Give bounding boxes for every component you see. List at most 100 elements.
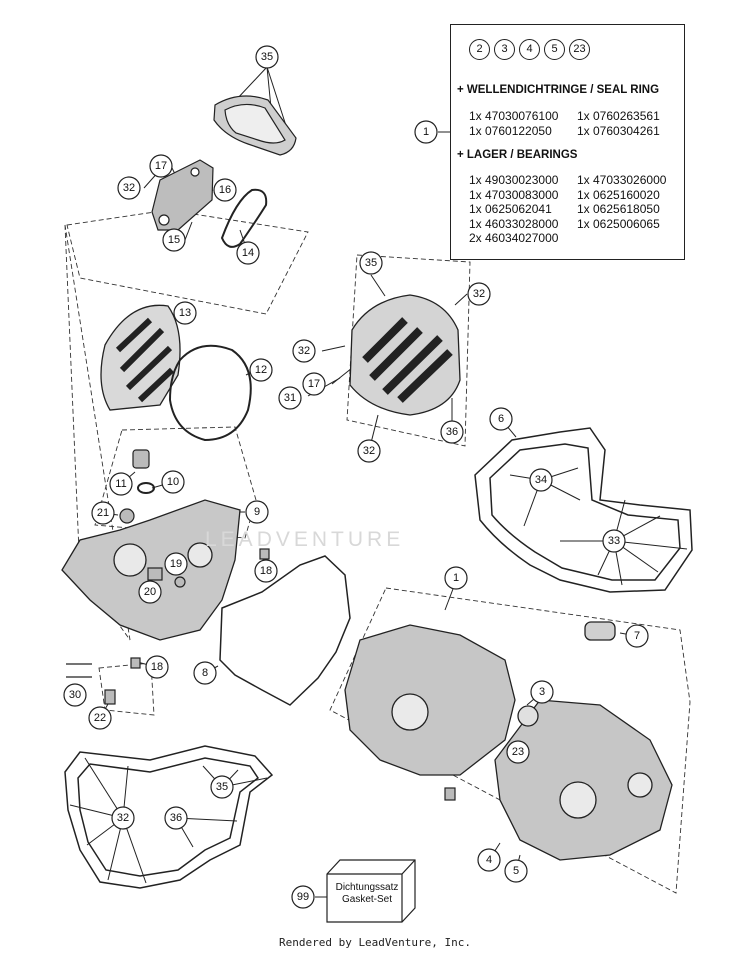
callout-circle xyxy=(489,407,513,431)
callout-circle xyxy=(164,806,188,830)
bearing-heading: + LAGER / BEARINGS xyxy=(457,149,578,161)
clutch-gasket-part xyxy=(219,555,351,706)
crankcase-gasket-part xyxy=(474,427,693,593)
table-row: 1x 47030076100 1x 0760263561 xyxy=(469,109,660,124)
callout-number: 8 xyxy=(202,667,208,679)
part-number: 1x 0625006065 xyxy=(577,216,660,231)
callout-number: 9 xyxy=(254,506,260,518)
callout-circle xyxy=(414,120,438,144)
ref-part-badge: 4 xyxy=(519,39,540,60)
callout-circle xyxy=(161,470,185,494)
callout-number: 3 xyxy=(539,686,545,698)
callout-number: 35 xyxy=(261,51,273,63)
callout-number: 5 xyxy=(513,865,519,877)
part-number: 1x 0760304261 xyxy=(577,123,660,138)
callout-circle xyxy=(210,775,234,799)
ref-part-badge: 2 xyxy=(469,39,490,60)
callout-circle xyxy=(291,885,315,909)
callout-circle xyxy=(164,552,188,576)
callout-circle xyxy=(504,859,528,883)
callout-number: 23 xyxy=(512,746,524,758)
callout-circle xyxy=(625,624,649,648)
table-row: 1x 47030083000 1x 0625160020 xyxy=(469,188,666,203)
ref-part-badge: 23 xyxy=(569,39,590,60)
callout-circle xyxy=(530,680,554,704)
callout-number: 13 xyxy=(179,307,191,319)
callout-circle xyxy=(88,706,112,730)
footer-text: Rendered by LeadVenture, Inc. xyxy=(278,936,472,949)
callout-circle xyxy=(193,661,217,685)
part-number: 1x 0760122050 xyxy=(469,123,552,138)
callout-number: 30 xyxy=(69,689,81,701)
clutch-cover-part xyxy=(349,294,461,416)
gasket-set-label: Dichtungssatz Gasket-Set xyxy=(327,858,413,922)
part-number: 1x 47030076100 xyxy=(469,109,559,123)
part-number: 1x 0625160020 xyxy=(577,187,660,202)
parts-legend: 2 3 4 5 23 + WELLENDICHTRINGE / SEAL RIN… xyxy=(450,24,685,260)
gasket-part xyxy=(168,344,252,442)
callout-circle xyxy=(529,468,553,492)
callout-number: 16 xyxy=(219,184,231,196)
callout-circle xyxy=(302,372,326,396)
seal-rows: 1x 47030076100 1x 0760263561 1x 076012205… xyxy=(469,109,660,138)
callout-circle xyxy=(117,176,141,200)
callout-circle xyxy=(109,472,133,496)
table-row: 2x 46034027000 xyxy=(469,231,666,246)
seal-heading: + WELLENDICHTRINGE / SEAL RING xyxy=(457,84,660,96)
table-row: 1x 49030023000 1x 47033026000 xyxy=(469,173,666,188)
callout-number: 17 xyxy=(155,160,167,172)
part-number: 1x 46033028000 xyxy=(469,216,559,231)
callout-number: 11 xyxy=(115,478,126,490)
callout-number: 21 xyxy=(97,507,109,519)
callout-number: 14 xyxy=(242,247,254,259)
callout-number: 7 xyxy=(634,630,640,642)
callout-circle xyxy=(249,358,273,382)
callout-number: 31 xyxy=(284,392,296,404)
small-parts xyxy=(66,449,456,801)
part-number: 1x 0625062041 xyxy=(469,202,552,216)
seal-part xyxy=(220,188,268,248)
callout-number: 22 xyxy=(94,712,106,724)
callout-circle xyxy=(149,154,173,178)
callout-number: 32 xyxy=(123,182,135,194)
water-pump-cover-part xyxy=(213,95,297,156)
gasket-set-line: Dichtungssatz xyxy=(335,882,399,893)
callout-circle xyxy=(255,45,279,69)
callout-number: 34 xyxy=(535,474,547,486)
gasket-set-text: Dichtungssatz Gasket-Set xyxy=(331,882,403,906)
part-number: 1x 47030083000 xyxy=(469,187,559,202)
lower-gasket-part xyxy=(64,745,274,889)
watermark-text: LEADVENTURE xyxy=(205,528,405,551)
callout-circle xyxy=(91,501,115,525)
callout-number: 19 xyxy=(170,558,182,570)
callout-number: 15 xyxy=(168,234,180,246)
callout-circle xyxy=(359,251,383,275)
callout-number: 17 xyxy=(308,378,320,390)
ref-part-badge: 5 xyxy=(544,39,565,60)
callout-circle xyxy=(440,420,464,444)
ref-parts-row: 2 3 4 5 23 xyxy=(469,39,590,60)
gasket-set-box xyxy=(326,859,416,923)
callout-number: 12 xyxy=(255,364,267,376)
callout-number: 32 xyxy=(117,812,129,824)
bearing-rows: 1x 49030023000 1x 47033026000 1x 47030083… xyxy=(469,173,666,246)
callout-circle xyxy=(278,386,302,410)
part-number: 1x 47033026000 xyxy=(577,173,667,187)
callout-number: 35 xyxy=(365,257,377,269)
table-row: 1x 0760122050 1x 0760304261 xyxy=(469,124,660,139)
callout-circle xyxy=(63,683,87,707)
callout-circle xyxy=(292,339,316,363)
callout-circle xyxy=(245,500,269,524)
callout-number: 4 xyxy=(486,854,492,866)
part-number: 1x 49030023000 xyxy=(469,173,559,187)
callout-number: 36 xyxy=(446,426,458,438)
callout-number: 99 xyxy=(297,891,309,903)
part-number: 2x 46034027000 xyxy=(469,231,559,245)
callout-number: 35 xyxy=(216,781,228,793)
callout-number: 32 xyxy=(363,445,375,457)
part-number: 1x 0760263561 xyxy=(577,109,660,123)
callout-circle xyxy=(213,178,237,202)
callout-number: 32 xyxy=(473,288,485,300)
callout-circle xyxy=(357,439,381,463)
